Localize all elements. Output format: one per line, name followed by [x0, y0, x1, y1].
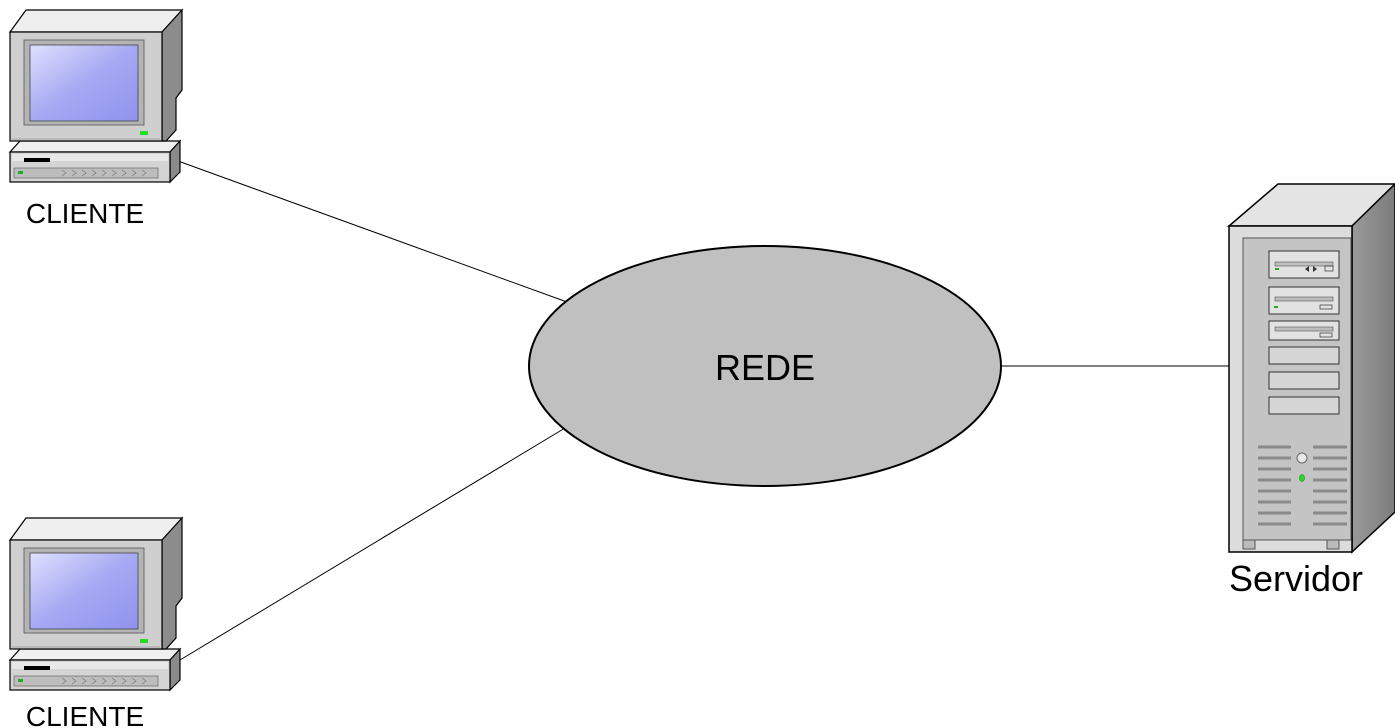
link-client-top-to-network	[177, 160, 568, 303]
server-node: Servidor	[1226, 182, 1395, 599]
power-button-icon	[1296, 452, 1308, 464]
network-label: REDE	[715, 347, 815, 388]
client-bottom-label: CLIENTE	[26, 701, 144, 728]
link-client-bottom-to-network	[179, 427, 566, 661]
client-top-label: CLIENTE	[26, 198, 144, 229]
client-top: CLIENTE	[9, 9, 183, 229]
server-tower-icon	[1226, 182, 1395, 554]
client-bottom: CLIENTE	[9, 517, 183, 728]
client-computer-icon	[9, 9, 183, 183]
network-ellipse	[528, 245, 1002, 487]
network-node: REDE	[528, 245, 1002, 487]
client-computer-icon	[9, 517, 183, 691]
server-label: Servidor	[1229, 558, 1363, 599]
